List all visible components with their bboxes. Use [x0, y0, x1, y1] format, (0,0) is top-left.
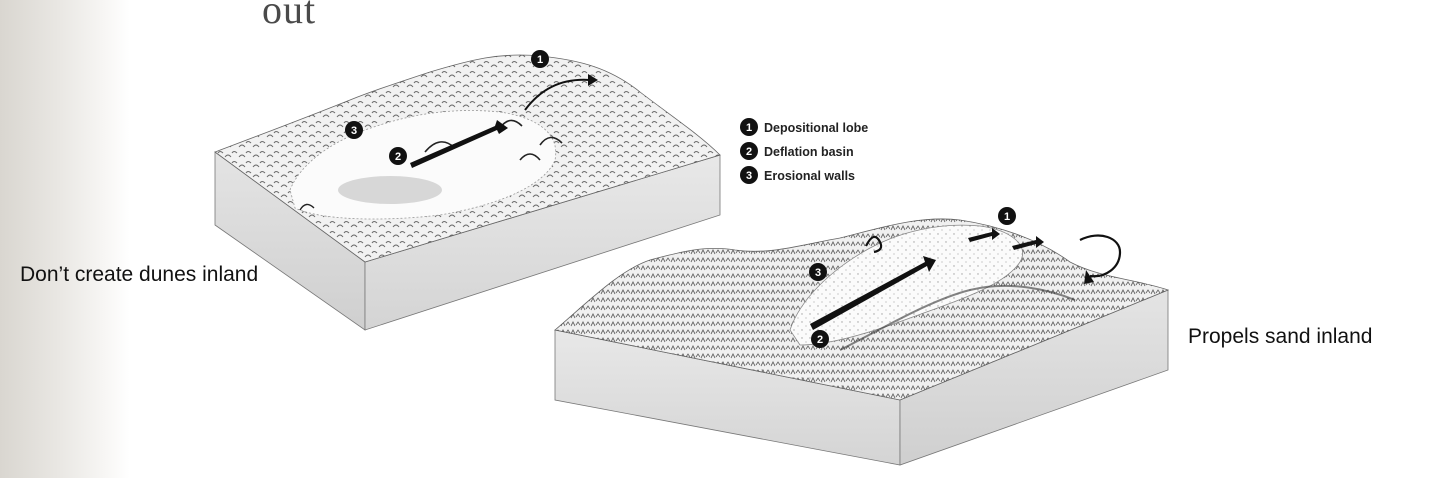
svg-text:3: 3 [746, 170, 752, 182]
legend: 1 Depositional lobe 2 Deflation basin 3 … [740, 118, 868, 184]
svg-text:2: 2 [746, 146, 752, 158]
svg-text:Depositional lobe: Depositional lobe [764, 121, 868, 135]
right-marker-3: 3 [809, 263, 827, 281]
left-marker-3: 3 [345, 121, 363, 139]
svg-text:3: 3 [351, 125, 357, 137]
right-marker-1: 1 [998, 207, 1016, 225]
left-gradient-band [0, 0, 130, 478]
svg-text:1: 1 [537, 54, 543, 66]
legend-item-1: 1 Depositional lobe [740, 118, 868, 136]
caption-left: Don’t create dunes inland [20, 263, 259, 286]
left-marker-1: 1 [531, 50, 549, 68]
svg-text:1: 1 [746, 122, 752, 134]
svg-text:1: 1 [1004, 211, 1010, 223]
svg-text:2: 2 [817, 334, 823, 346]
svg-text:Deflation basin: Deflation basin [764, 145, 854, 159]
legend-item-2: 2 Deflation basin [740, 142, 854, 160]
left-block-diagram: 1 2 3 [214, 50, 721, 331]
svg-text:Erosional walls: Erosional walls [764, 169, 855, 183]
svg-text:2: 2 [395, 151, 401, 163]
caption-right: Propels sand inland [1188, 325, 1373, 348]
left-marker-2: 2 [389, 147, 407, 165]
right-block-diagram: 1 2 3 [554, 207, 1170, 466]
legend-item-3: 3 Erosional walls [740, 166, 855, 184]
slide-title-fragment: out [262, 0, 317, 32]
right-marker-2: 2 [811, 330, 829, 348]
svg-text:3: 3 [815, 267, 821, 279]
